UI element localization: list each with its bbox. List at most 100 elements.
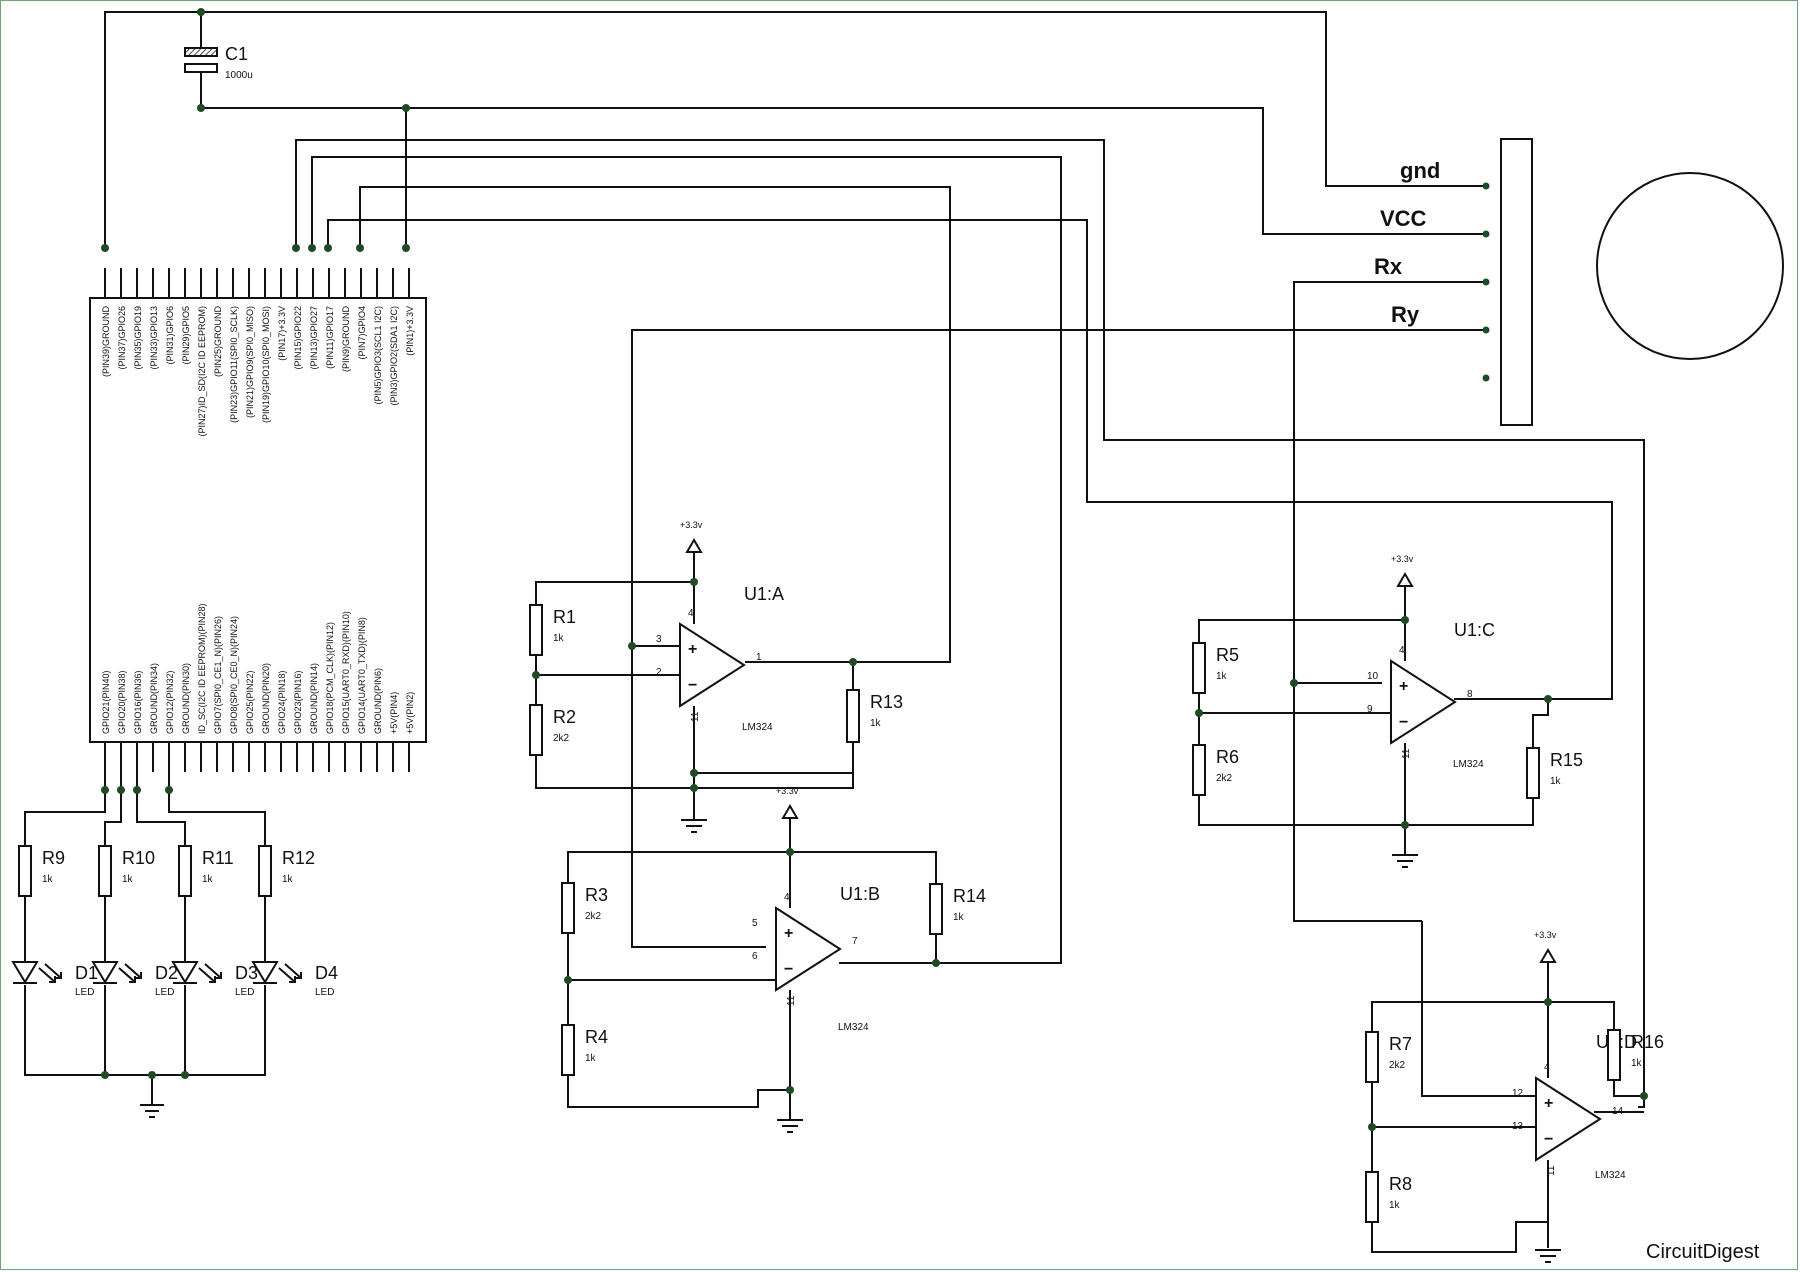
top-pin-label: (PIN39)GROUND (101, 306, 111, 378)
top-pin-label: (PIN9)GROUND (341, 306, 351, 373)
opamp-plus-sign: + (784, 925, 793, 942)
opamp-pin-out: 7 (852, 936, 858, 947)
top-pin-label: (PIN23)GPIO11(SPI0_SCLK) (229, 306, 239, 423)
ground-symbol (1535, 1249, 1561, 1263)
led-diode-body (11, 961, 39, 984)
joystick-knob (1596, 172, 1784, 360)
bottom-pin-label: GPIO23(PIN16) (293, 670, 303, 734)
top-pin-stubs: (PIN39)GROUND(PIN37)GPIO26(PIN35)GPIO19(… (101, 268, 415, 437)
stage-d-wires (1371, 962, 1644, 1253)
bottom-pin-label: ID_SC(I2C ID EEPROM)(PIN28) (197, 603, 207, 734)
led-network (24, 790, 266, 1105)
resistor-ref: R13 (870, 692, 903, 712)
top-pin-label: (PIN13)GPIO27 (309, 306, 319, 370)
vcc-label: +3.3v (776, 786, 799, 796)
bottom-pin-label: GPIO24(PIN18) (277, 670, 287, 734)
ground-symbol (777, 1119, 803, 1133)
resistor-r14: R14 1k (929, 883, 986, 935)
ground-symbol (681, 819, 707, 833)
opamp-pin-vcc: 4 (784, 892, 790, 903)
joystick-module: gnd VCC Rx Ry (1374, 138, 1784, 426)
vcc-symbol: +3.3v (776, 786, 799, 832)
top-pin-label: (PIN21)GPIO9(SPI0_MISO) (245, 306, 255, 418)
resistor-value: 1k (202, 874, 214, 885)
led-ref: D3 (235, 963, 258, 983)
wires (104, 11, 1645, 1108)
opamp-body (1390, 659, 1457, 745)
resistor-value: 1k (553, 633, 565, 644)
resistor-r3: R3 2k2 (561, 882, 608, 934)
top-pin-label: (PIN37)GPIO26 (117, 306, 127, 370)
opamp-pin-plus: 10 (1367, 671, 1379, 682)
opamp-pin-out: 1 (756, 652, 762, 663)
resistor-ref: R14 (953, 886, 986, 906)
opamp-ref: U1:B (840, 884, 880, 904)
resistor-ref: R6 (1216, 747, 1239, 767)
top-pin-label: (PIN19)GPIO10(SPI0_MOSI) (261, 306, 271, 423)
junction-dots (101, 8, 1648, 1131)
opamp-pin-gnd: 11 (1401, 748, 1412, 759)
stage-b-wires (567, 830, 937, 1120)
vcc-symbol: +3.3v (1391, 554, 1414, 600)
bottom-pin-label: GPIO21(PIN40) (101, 670, 111, 734)
resistor-body (1192, 744, 1206, 796)
bottom-pin-label: GROUND(PIN14) (309, 663, 319, 734)
opamp-pin-gnd: 11 (786, 995, 797, 1006)
led-diode-body (91, 961, 119, 984)
opamp-minus-sign: − (1399, 714, 1408, 731)
top-pin-label: (PIN11)GPIO17 (325, 306, 335, 369)
opamp-pin-out: 14 (1612, 1106, 1624, 1117)
vcc-label: +3.3v (1534, 930, 1557, 940)
opamp-part: LM324 (838, 1022, 869, 1033)
resistor-value: 2k2 (585, 911, 602, 922)
top-pin-label: (PIN1)+3.3V (405, 306, 415, 356)
joystick-pin-vcc: VCC (1380, 206, 1427, 231)
op-amps: +−321411U1:ALM324+−567411U1:BLM324+−1098… (656, 520, 1637, 1263)
top-pin-label: (PIN33)GPIO13 (149, 306, 159, 370)
resistor-ref: R1 (553, 607, 576, 627)
opamp-plus-sign: + (1399, 678, 1408, 695)
c1-value: 1000u (225, 70, 253, 81)
resistor-ref: R3 (585, 885, 608, 905)
bottom-pin-label: +5V(PIN2) (405, 692, 415, 734)
resistor-body (98, 845, 112, 897)
opamp-pin-plus: 3 (656, 634, 662, 645)
resistor-value: 1k (953, 912, 965, 923)
bottom-pin-label: GPIO16(PIN36) (133, 670, 143, 734)
capacitor-c1: C1 1000u (184, 44, 253, 81)
led-value: LED (235, 987, 254, 998)
opamp-pin-minus: 6 (752, 951, 758, 962)
top-pin-label: (PIN29)GPIO5 (181, 306, 191, 365)
top-pin-label: (PIN17)+3.3V (277, 306, 287, 361)
opamp-minus-sign: − (784, 961, 793, 978)
resistor-value: 1k (585, 1053, 597, 1064)
resistor-ref: R7 (1389, 1034, 1412, 1054)
resistor-body (1192, 642, 1206, 694)
resistor-body (561, 882, 575, 934)
opamp-body (679, 622, 746, 708)
resistor-value: 1k (1389, 1200, 1401, 1211)
resistor-value: 1k (42, 874, 54, 885)
bottom-pin-stubs: GPIO21(PIN40)GPIO20(PIN38)GPIO16(PIN36)G… (101, 603, 415, 790)
resistor-body (1526, 747, 1540, 799)
resistor-value: 1k (1631, 1058, 1643, 1069)
opamp-pin-gnd: 11 (1546, 1165, 1557, 1176)
bottom-pin-label: GPIO7(SPI0_CE1_N)(PIN26) (213, 616, 223, 734)
top-pin-label: (PIN31)GPIO6 (165, 306, 175, 365)
led-diode-body (171, 961, 199, 984)
resistor-r6: R6 2k2 (1192, 744, 1239, 796)
top-pin-label: (PIN15)GPIO22 (293, 306, 303, 370)
brand-logo: CircuitDigest (1646, 1241, 1760, 1263)
resistor-value: 2k2 (1216, 773, 1233, 784)
top-pin-label: (PIN3)GPIO2(SDA1 I2C) (389, 306, 399, 406)
